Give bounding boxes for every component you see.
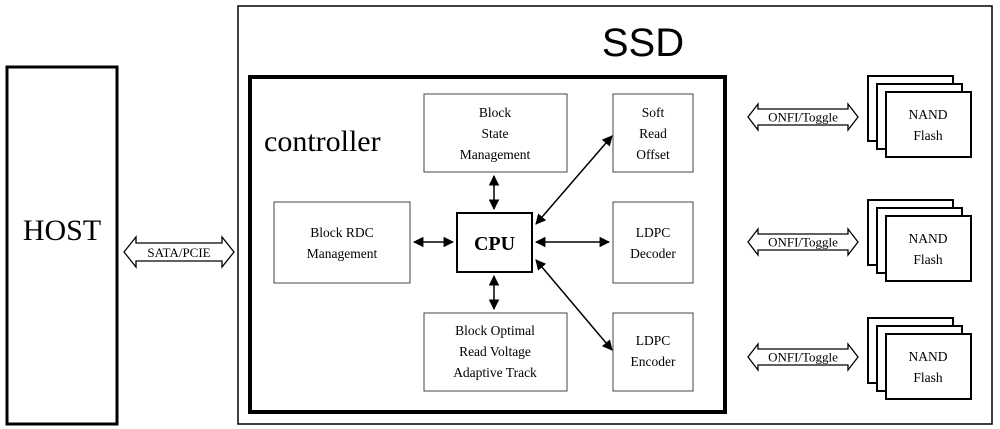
- host-label: HOST: [23, 214, 101, 247]
- controller-label: controller: [264, 125, 381, 158]
- nand-1-line-1: NAND: [909, 107, 948, 122]
- sata-pcie-label: SATA/PCIE: [147, 245, 210, 260]
- arrow-cpu-soft-read: [535, 135, 613, 225]
- nand-2-line-2: Flash: [913, 252, 943, 267]
- nand-3-line-1: NAND: [909, 349, 948, 364]
- host-box: [5, 65, 119, 426]
- block-optimal-read-voltage-box: Block Optimal Read Voltage Adaptive Trac…: [423, 312, 568, 392]
- ldpc-decoder-line-2: Decoder: [630, 246, 676, 261]
- sata-pcie-link: SATA/PCIE: [123, 235, 235, 269]
- soft-read-line-2: Read: [639, 126, 667, 141]
- onfi-label-2: ONFI/Toggle: [768, 235, 838, 250]
- nand-1-line-2: Flash: [913, 128, 943, 143]
- block-optimal-line-1: Block Optimal: [455, 323, 535, 338]
- soft-read-offset-box: Soft Read Offset: [612, 93, 694, 173]
- ldpc-encoder-line-1: LDPC: [636, 333, 671, 348]
- block-optimal-line-2: Read Voltage: [459, 344, 531, 359]
- onfi-link-3: ONFI/Toggle: [747, 342, 859, 372]
- onfi-link-1: ONFI/Toggle: [747, 102, 859, 132]
- cpu-box: CPU: [456, 212, 533, 273]
- onfi-label-1: ONFI/Toggle: [768, 110, 838, 125]
- block-state-line-2: State: [482, 126, 509, 141]
- soft-read-line-3: Offset: [636, 147, 670, 162]
- nand-flash-stack-1: NAND Flash: [867, 75, 972, 158]
- ldpc-encoder-box: LDPC Encoder: [612, 312, 694, 392]
- nand-flash-stack-2: NAND Flash: [867, 199, 972, 282]
- ldpc-encoder-line-2: Encoder: [631, 354, 676, 369]
- cpu-label: CPU: [474, 233, 515, 255]
- block-optimal-line-3: Adaptive Track: [453, 365, 537, 380]
- nand-flash-stack-3: NAND Flash: [867, 317, 972, 400]
- ldpc-decoder-line-1: LDPC: [636, 225, 671, 240]
- block-rdc-line-1: Block RDC: [310, 225, 373, 240]
- block-state-line-3: Management: [460, 147, 531, 162]
- onfi-label-3: ONFI/Toggle: [768, 350, 838, 365]
- soft-read-line-1: Soft: [642, 105, 665, 120]
- block-rdc-line-2: Management: [307, 246, 378, 261]
- ssd-box: [237, 5, 993, 425]
- ssd-label: SSD: [602, 21, 684, 65]
- arrow-cpu-ldpc-encoder: [535, 259, 613, 351]
- block-state-line-1: Block: [479, 105, 511, 120]
- ldpc-decoder-box: LDPC Decoder: [612, 201, 694, 284]
- nand-2-line-1: NAND: [909, 231, 948, 246]
- nand-3-line-2: Flash: [913, 370, 943, 385]
- onfi-link-2: ONFI/Toggle: [747, 227, 859, 257]
- controller-box: [248, 75, 727, 414]
- block-state-management-box: Block State Management: [423, 93, 568, 173]
- block-rdc-management-box: Block RDC Management: [273, 201, 411, 284]
